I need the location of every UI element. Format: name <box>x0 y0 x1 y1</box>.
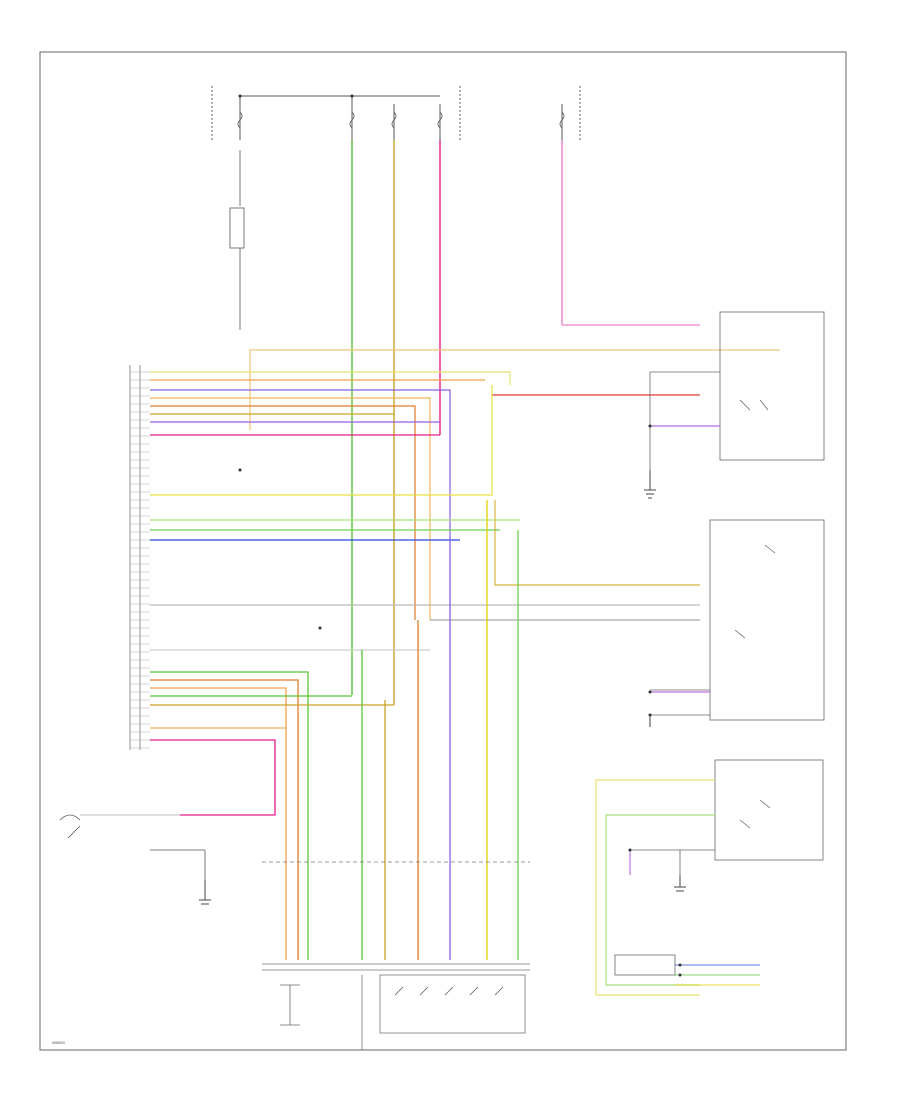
ground-symbols <box>199 470 686 905</box>
diagram-frame <box>39 51 847 1051</box>
bottom-connector <box>262 861 530 1050</box>
wire-violet-1 <box>150 389 451 540</box>
wire-yellow-right-loop <box>595 779 715 996</box>
fuse-symbols <box>237 111 565 129</box>
top-power-rail <box>211 86 581 140</box>
bottom-left-switch <box>59 814 206 880</box>
wire-green-lower <box>150 671 309 960</box>
wire-pink-lower <box>150 739 276 816</box>
wire-yellow-right <box>494 500 700 586</box>
right-switch-box-middle <box>650 519 825 721</box>
range-switch-contacts <box>394 986 504 996</box>
lower-wires <box>150 500 519 960</box>
wire-orange-3 <box>150 397 431 620</box>
bottom-left-connector <box>280 984 300 1026</box>
wire-orange-1 <box>249 349 780 430</box>
splice-dots <box>238 94 682 977</box>
bottom-right-connector <box>614 954 760 986</box>
page-id: W0000 <box>52 1040 65 1045</box>
right-switch-box-lower <box>630 759 824 875</box>
control-module-connector <box>129 365 141 750</box>
wire-orange-lower-2 <box>150 687 287 960</box>
wire-yellow-2 <box>150 385 493 496</box>
top-left-component <box>229 150 245 330</box>
right-switch-box-top <box>649 311 825 470</box>
wire-orange-lower-1 <box>150 679 299 960</box>
wire-orange-4 <box>150 405 416 620</box>
connector-pin-rows <box>130 371 150 749</box>
wire-yellow-1 <box>150 371 511 385</box>
right-side-wires <box>595 425 720 996</box>
wire-green-right-loop <box>605 814 715 986</box>
horizontal-wires <box>150 324 780 651</box>
